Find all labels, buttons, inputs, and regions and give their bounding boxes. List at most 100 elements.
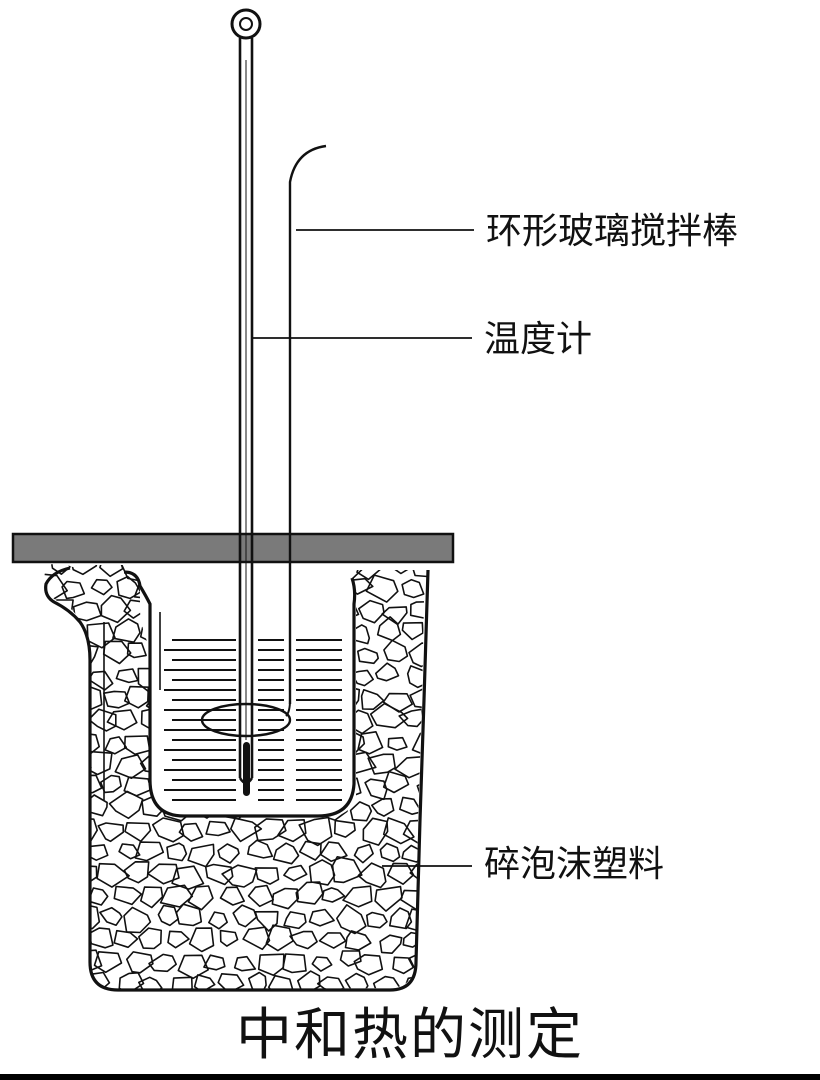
foam-pebble [408,642,429,668]
foam-pebble [425,749,429,775]
foam-pebble [69,644,99,664]
foam-pebble [357,862,387,889]
foam-pebble [283,911,307,930]
foam-pebble [123,735,151,756]
foam-pebble [72,601,102,622]
foam-pebble [203,954,226,971]
foam-pebble [114,754,147,779]
foam-pebble [59,883,84,902]
foam-pebble [167,930,190,949]
foam-pebble [48,818,71,841]
foam-pebble [289,930,318,950]
foam-pebble [166,842,188,862]
foam-pebble [316,976,345,990]
foam-pebble [298,840,322,861]
foam-pebble [402,931,424,948]
foam-pebble [96,862,130,888]
foam-pebble [219,886,245,906]
foam-pebble [159,884,194,908]
foam-pebble [399,796,423,815]
foam-pebble [425,708,429,731]
foam-pebble [124,822,152,843]
foam-pebble [87,708,117,732]
foam-pebble [379,934,403,954]
foam-pebble [70,563,98,576]
foam-pebble [272,842,300,865]
foam-pebble [247,884,274,908]
foam-pebble [44,889,60,908]
foam-pebble [356,563,382,581]
foam-pebble [409,863,429,882]
foam-pebble [59,838,91,863]
foam-pebble [99,563,124,578]
foam-pebble [374,885,403,912]
lid-board [11,532,455,564]
foam-pebble [344,972,369,990]
foam-pebble [124,685,150,709]
foam-pebble [100,594,132,624]
foam-label: 碎泡沫塑料 [484,844,665,885]
foam-pebble [118,972,145,990]
stirrer-label: 环形玻璃搅拌棒 [486,211,739,252]
foam-pebble [387,563,412,575]
foam-pebble [177,954,209,980]
foam-pebble [389,907,413,930]
foam-pebble [339,950,362,967]
foam-pebble [118,843,141,860]
foam-pebble [344,930,372,951]
foam-pebble [44,642,70,667]
foam-pebble [66,817,98,842]
foam-pebble [82,750,113,776]
foam-pebble [93,951,123,974]
foam-pebble [217,843,240,864]
foam-pebble [171,976,193,990]
foam-pebble [62,930,87,951]
foam-pebble [74,684,103,712]
foam-pebble [265,924,294,952]
foam-pebble [254,910,279,932]
foam-pebble [148,953,177,973]
foam-pebble [248,971,267,990]
foam-pebble [295,881,324,905]
foam-pebble [188,927,215,953]
foam-pebble [257,953,285,977]
foam-pebble [336,904,367,935]
foam-pebble [254,818,287,842]
foam-pebble [353,843,374,864]
foam-pebble [431,580,450,594]
foam-pebble [360,689,385,710]
foam-pebble [58,621,84,645]
foam-pebble [408,950,429,970]
foam-pebble [147,863,180,885]
foam-pebble [342,885,373,908]
foam-pebble [319,841,348,862]
foam-pebble [221,864,258,888]
foam-pebble [282,953,307,974]
foam-pebble [61,580,86,600]
foam-pebble [382,817,415,845]
foam-pebble [401,621,424,641]
foam-pebble [115,668,139,684]
foam-pebble [371,797,395,817]
foam-pebble [99,906,123,926]
foam-pebble [381,606,408,626]
foam-pebble [50,563,71,575]
foam-pebble [116,575,142,600]
foam-pebble [297,970,321,990]
foam-pebble [402,819,429,846]
foam-pebble [382,770,410,794]
foam-pebble [175,903,203,927]
foam-pebble [416,779,429,802]
foam-pebble [379,842,401,863]
foam-pebble [233,955,257,972]
foam-pebble [217,973,245,990]
foam-pebble [193,974,216,990]
foam-pebble [277,819,307,843]
foam-pebble [59,755,92,777]
foam-pebble [298,816,333,847]
foam-pebble [58,706,91,731]
foam-pebble [123,776,152,797]
foam-pebble [232,904,258,928]
foam-pebble [376,616,402,642]
